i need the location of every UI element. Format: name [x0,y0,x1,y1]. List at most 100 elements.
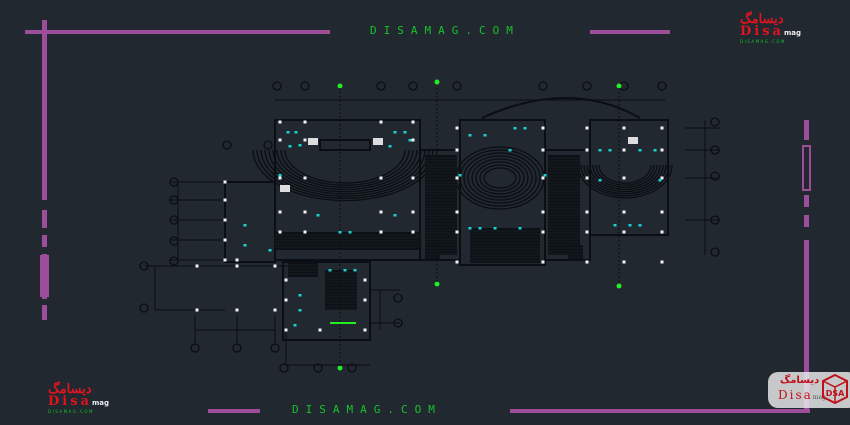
column [660,230,664,234]
fixture [293,324,297,327]
badge-persian: دیسامگ [780,375,820,386]
column [278,210,282,214]
fixture [298,294,302,297]
column [455,176,459,180]
fixture [268,249,272,252]
column [541,176,545,180]
column [585,260,589,264]
fixture [523,127,527,130]
column [660,210,664,214]
seat-row [260,149,430,197]
fixture [338,231,342,234]
logo-bottom: دیسامگ Disamag DISAMAG.COM [48,383,109,414]
axis-bubble [272,81,282,91]
stair-block [548,155,580,255]
fixture [658,179,662,182]
column [585,148,589,152]
stair-block [568,245,583,260]
seat-row [577,164,673,199]
column [223,218,227,222]
column [284,298,288,302]
axis-bubble [347,363,357,373]
logo-persian: دیسامگ [740,12,784,27]
column [379,176,383,180]
fixture [508,149,512,152]
fixture [608,149,612,152]
column [585,126,589,130]
column [379,210,383,214]
column [284,278,288,282]
column [585,176,589,180]
logo-url: DISAMAG.COM [740,39,786,44]
column [278,120,282,124]
equipment-box [280,185,290,192]
column [660,176,664,180]
fixture [393,214,397,217]
column [455,230,459,234]
walls [145,97,720,366]
axis-bubble [300,81,310,91]
axis-bubble [452,81,462,91]
column [411,176,415,180]
axis-bubble [376,81,386,91]
fixture [288,145,292,148]
fixtures [243,127,662,327]
fixture [286,131,290,134]
seat-ring [475,161,525,195]
column [303,120,307,124]
fixture [328,269,332,272]
column [278,138,282,142]
axis-bubble [657,81,667,91]
axis-bubble [710,171,720,181]
columns [195,120,664,332]
seat-ring [459,149,541,207]
column [235,264,239,268]
fixture [613,224,617,227]
seat-ring [479,164,521,192]
axis-bubble [190,343,200,353]
disamag-badge: دیسامگ Disamag DSA [768,372,850,408]
column [455,148,459,152]
column [622,126,626,130]
axis-marker [616,83,622,89]
column [541,260,545,264]
fixture [628,224,632,227]
axis-marker [337,365,343,371]
column [622,260,626,264]
column [411,138,415,142]
fixture [478,227,482,230]
column [622,210,626,214]
seat-row [264,149,426,195]
axis-marker [434,79,440,85]
stair-block [425,245,440,260]
seat-row [592,164,658,189]
column [303,230,307,234]
badge-suffix: mag [812,394,826,401]
axis-bubble [139,303,149,313]
column [541,148,545,152]
equipment-box [308,138,318,145]
axis-bubble [538,81,548,91]
column [273,264,277,268]
axis-bubble [169,195,179,205]
fixture [598,149,602,152]
fixture [458,174,462,177]
axis-bubble [710,215,720,225]
column [273,308,277,312]
column [455,260,459,264]
fixture [294,131,298,134]
axis-bubble [313,363,323,373]
fixture [543,174,547,177]
fixture [468,227,472,230]
seat-row [595,164,655,186]
seating-areas [252,146,673,210]
column [235,258,239,262]
column [622,148,626,152]
column [411,210,415,214]
column [660,260,664,264]
watermark-top: DISAMAG.COM [370,24,520,37]
fixture [243,224,247,227]
fixture [348,231,352,234]
column [318,328,322,332]
fixture [598,179,602,182]
